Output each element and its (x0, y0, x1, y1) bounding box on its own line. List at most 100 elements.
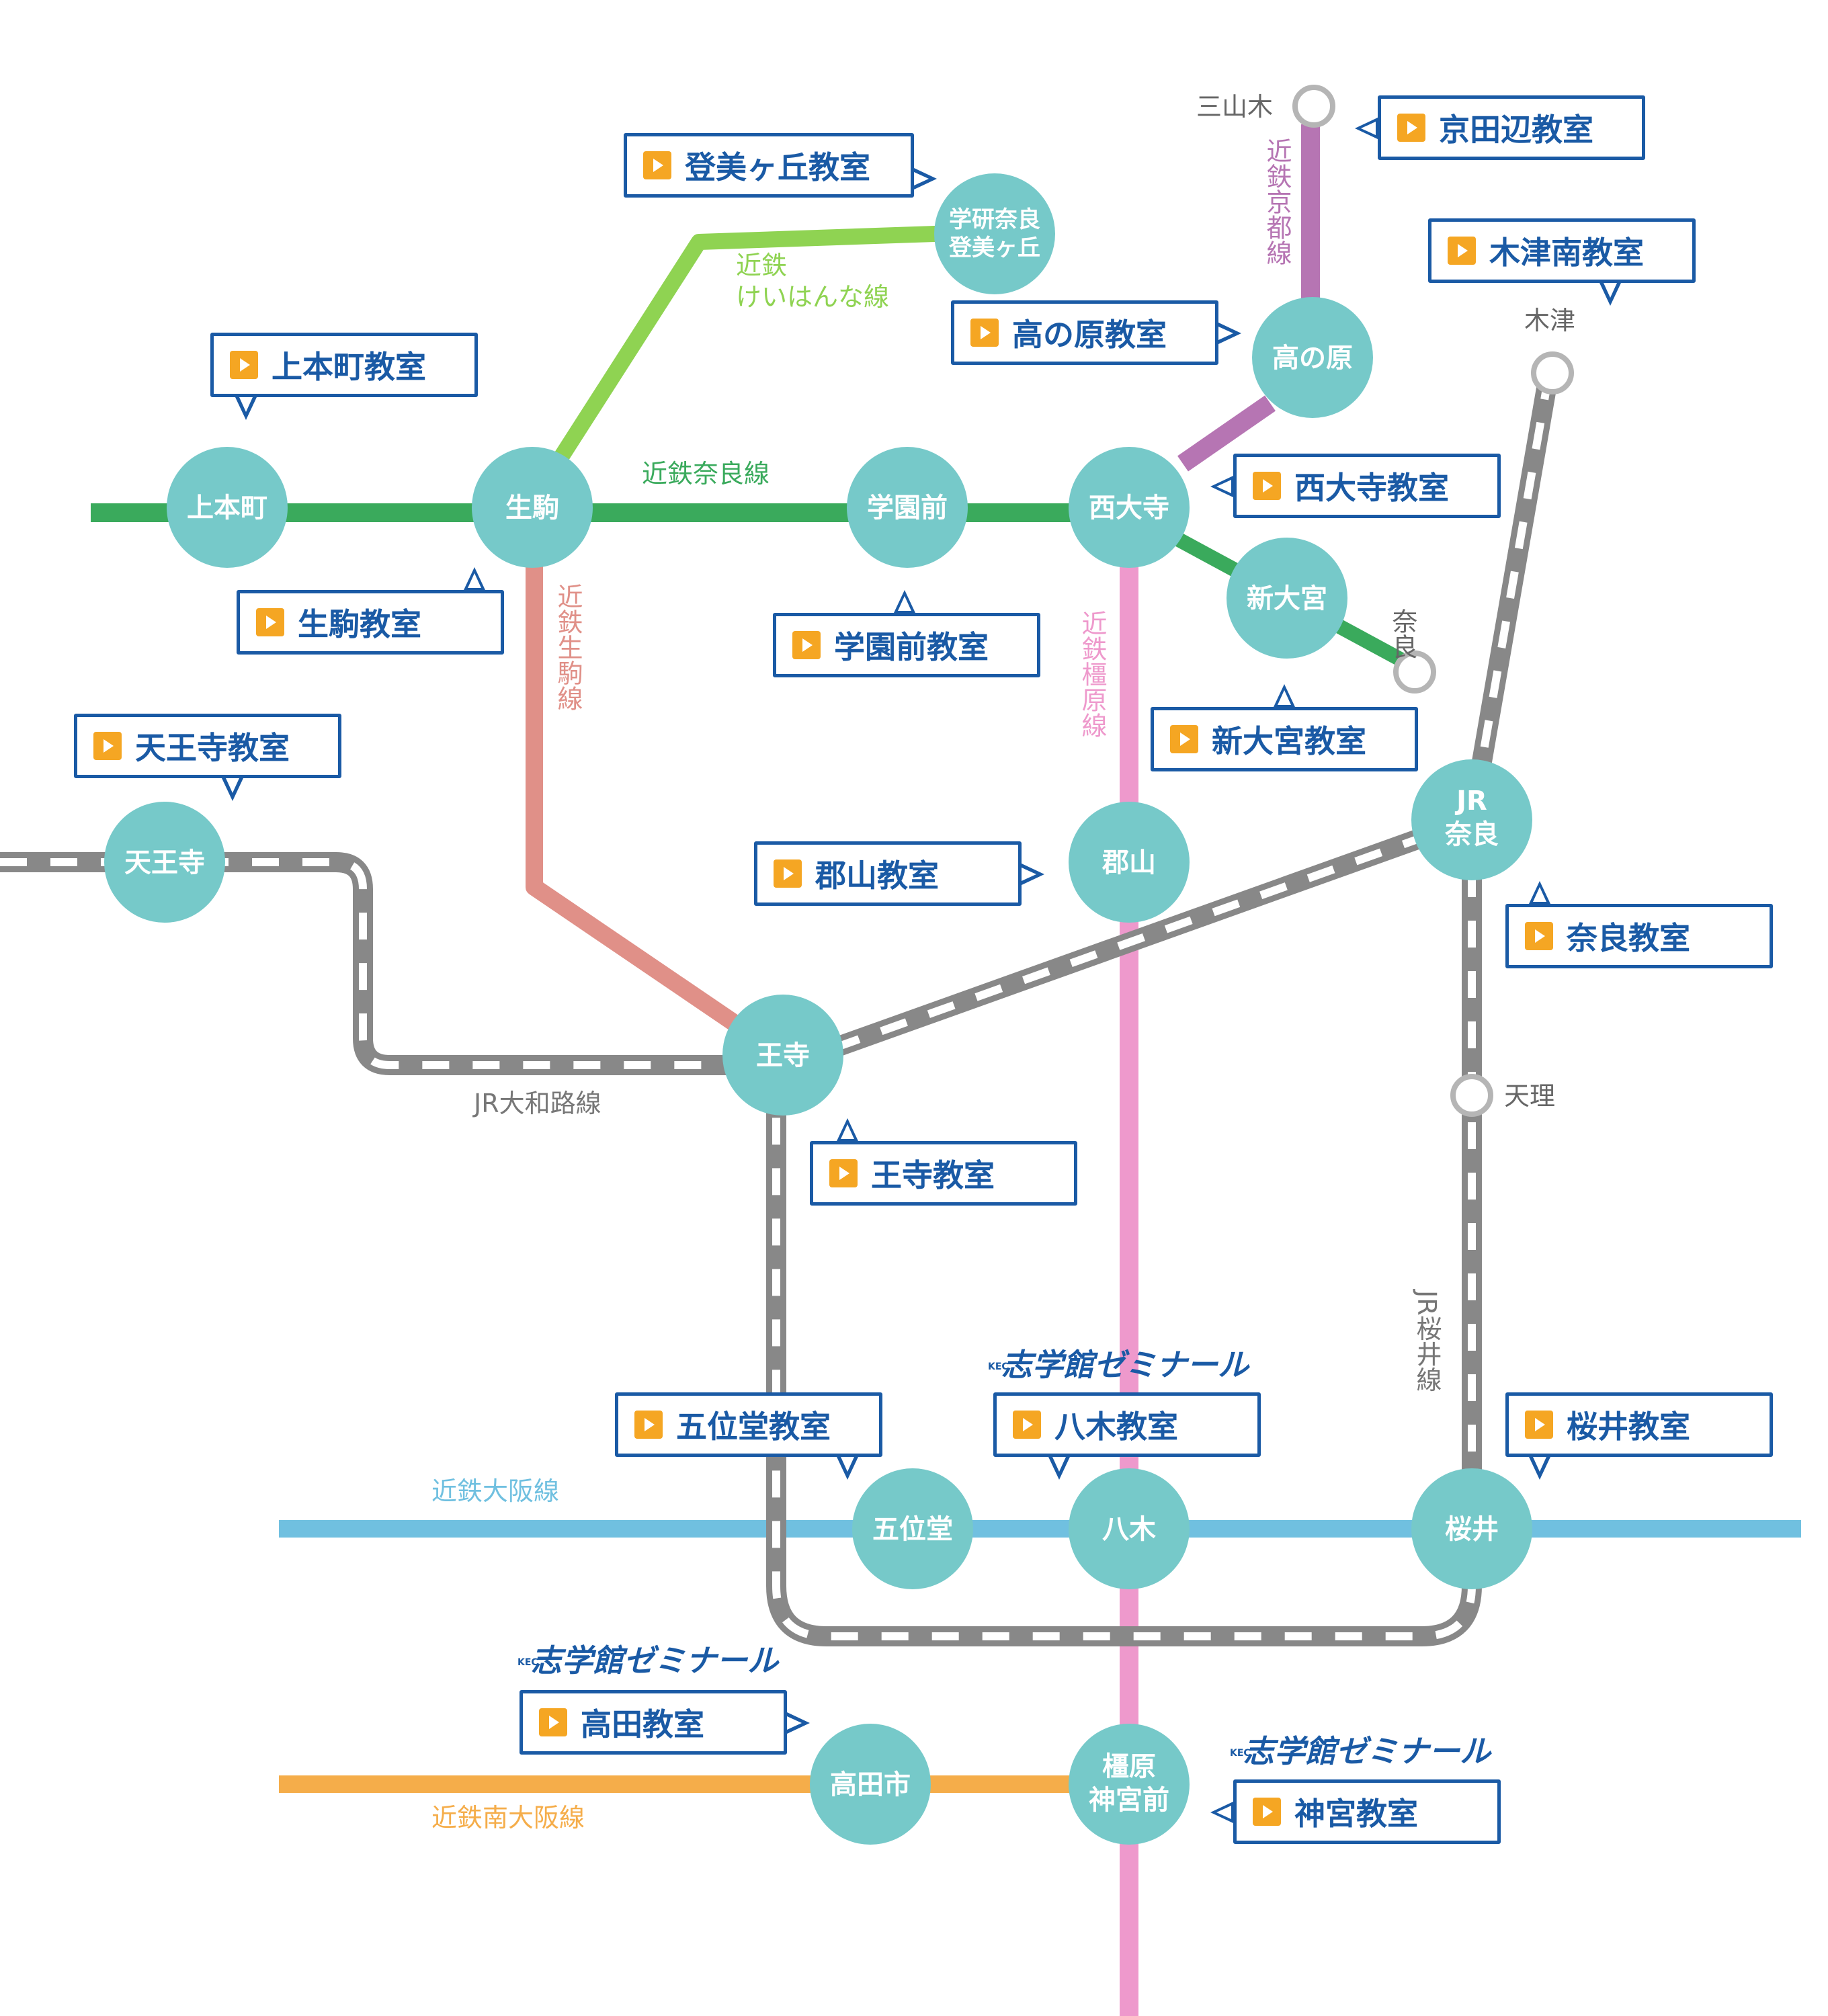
classroom-ikoma[interactable]: 生駒教室 (237, 590, 504, 655)
classroom-goido[interactable]: 五位堂教室 (615, 1392, 882, 1457)
classroom-oji[interactable]: 王寺教室 (810, 1141, 1077, 1206)
classroom-tomigaoka[interactable]: 登美ヶ丘教室 (624, 133, 914, 198)
station-ikoma[interactable]: 生駒 (472, 447, 593, 568)
classroom-sakurai[interactable]: 桜井教室 (1505, 1392, 1773, 1457)
station-tennoji[interactable]: 天王寺 (104, 802, 225, 923)
callout-pointer (1274, 684, 1295, 707)
svg-text:三山木: 三山木 (1196, 92, 1273, 122)
keihanna-line (554, 224, 995, 462)
station-takadashi[interactable]: 高田市 (810, 1724, 931, 1845)
callout-pointer (894, 590, 915, 613)
play-icon (829, 1159, 858, 1187)
svg-text:木津: 木津 (1524, 306, 1575, 335)
jr-lines (0, 371, 1559, 1646)
minor-station-kizu[interactable]: 木津 (1524, 306, 1575, 394)
callout-pointer (1529, 881, 1550, 904)
classroom-kizuminami[interactable]: 木津南教室 (1428, 218, 1696, 283)
station-koriyama[interactable]: 郡山 (1069, 802, 1190, 923)
station-uehonmachi[interactable]: 上本町 (167, 447, 288, 568)
line-label-minami-osaka: 近鉄南大阪線 (431, 1803, 585, 1833)
line-label-kyoto: 近鉄京都線 (1262, 138, 1292, 265)
station-goido[interactable]: 五位堂 (852, 1468, 973, 1589)
svg-text:五位堂: 五位堂 (872, 1514, 953, 1545)
play-icon (970, 319, 999, 347)
station-kashihara-jingumae[interactable]: 橿原 神宮前 (1069, 1724, 1190, 1845)
station-gakken-nara-tomigaoka[interactable]: 学研奈良 登美ヶ丘 (934, 173, 1055, 294)
classroom-nara[interactable]: 奈良教室 (1505, 904, 1773, 968)
station-oji[interactable]: 王寺 (722, 995, 843, 1116)
play-icon (1253, 472, 1281, 500)
classroom-tennoji[interactable]: 天王寺教室 (74, 714, 341, 778)
callout-pointer (1600, 283, 1621, 306)
play-icon (634, 1411, 663, 1439)
svg-text:上本町: 上本町 (187, 493, 267, 523)
callout-pointer (1529, 1457, 1550, 1480)
station-yagi[interactable]: 八木 (1069, 1468, 1190, 1589)
classroom-saidaiji[interactable]: 西大寺教室 (1233, 454, 1501, 518)
classroom-gakuenmae[interactable]: 学園前教室 (773, 613, 1040, 677)
station-shinomiya[interactable]: 新大宮 (1227, 538, 1347, 659)
play-icon (539, 1708, 567, 1736)
brand-logo-takada: KEC志学館ゼミナール (517, 1642, 778, 1679)
minor-station-tenri[interactable]: 天理 (1450, 1074, 1555, 1117)
callout-pointer (787, 1712, 810, 1734)
svg-text:学研奈良: 学研奈良 (949, 206, 1040, 233)
play-icon (1397, 114, 1425, 142)
callout-pointer (464, 567, 485, 590)
callout-pointer (1210, 1802, 1233, 1823)
classroom-jingu[interactable]: 神宮教室 (1233, 1779, 1501, 1844)
classroom-koriyama[interactable]: 郡山教室 (754, 841, 1022, 906)
svg-text:高の原: 高の原 (1272, 343, 1353, 374)
callout-pointer (837, 1118, 858, 1141)
svg-text:JR: JR (1454, 786, 1487, 816)
station-gakuenmae[interactable]: 学園前 (847, 447, 968, 568)
line-label-kintetsu-nara: 近鉄奈良線 (642, 459, 770, 489)
station-saidaiji[interactable]: 西大寺 (1069, 447, 1190, 568)
minor-station-miyamaki[interactable]: 三山木 (1196, 85, 1335, 128)
station-jr-nara[interactable]: JR 奈良 (1411, 759, 1532, 880)
line-label-ikoma: 近鉄生駒線 (553, 583, 583, 711)
classroom-uehonmachi[interactable]: 上本町教室 (210, 333, 478, 397)
play-icon (1253, 1798, 1281, 1826)
classroom-takanohara[interactable]: 高の原教室 (951, 300, 1218, 365)
play-icon (256, 608, 284, 636)
play-icon (93, 732, 122, 760)
callout-pointer (1210, 476, 1233, 497)
brand-logo-yagi: KEC志学館ゼミナール (988, 1347, 1249, 1383)
svg-text:神宮前: 神宮前 (1089, 1785, 1169, 1816)
svg-text:奈良: 奈良 (1388, 608, 1417, 659)
station-takanohara[interactable]: 高の原 (1252, 297, 1373, 418)
kintetsu-ikoma-line (526, 517, 792, 1066)
svg-text:西大寺: 西大寺 (1089, 493, 1169, 523)
play-icon (1448, 237, 1476, 265)
minor-station-nara[interactable]: 奈良 (1388, 608, 1436, 694)
classroom-kyotanabe[interactable]: 京田辺教室 (1378, 95, 1645, 160)
svg-text:郡山: 郡山 (1102, 847, 1156, 878)
callout-pointer (1355, 118, 1378, 139)
kintetsu-kyoto-line (1177, 124, 1320, 472)
station-sakurai[interactable]: 桜井 (1411, 1468, 1532, 1589)
svg-text:新大宮: 新大宮 (1247, 583, 1327, 614)
svg-text:天王寺: 天王寺 (124, 847, 205, 878)
callout-pointer (914, 168, 937, 190)
svg-text:天理: 天理 (1504, 1081, 1555, 1111)
line-label-jr-yamatoji: JR大和路線 (472, 1089, 601, 1118)
svg-text:高田市: 高田市 (830, 1769, 911, 1800)
line-label-jr-sakurai: JR桜井線 (1412, 1289, 1442, 1392)
callout-pointer (1218, 323, 1241, 344)
svg-text:生駒: 生駒 (505, 493, 559, 523)
play-icon (1525, 1411, 1553, 1439)
svg-text:学園前: 学園前 (867, 493, 948, 523)
play-icon (230, 351, 258, 379)
svg-text:橿原: 橿原 (1102, 1751, 1156, 1782)
classroom-yagi[interactable]: 八木教室 (993, 1392, 1261, 1457)
callout-pointer (837, 1457, 858, 1480)
play-icon (1013, 1411, 1041, 1439)
line-label-kashihara: 近鉄橿原線 (1077, 610, 1107, 738)
classroom-shinomiya[interactable]: 新大宮教室 (1151, 707, 1418, 771)
classroom-takada[interactable]: 高田教室 (520, 1690, 787, 1755)
play-icon (1170, 725, 1198, 753)
svg-text:八木: 八木 (1102, 1514, 1156, 1545)
line-label-keihanna-2: けいはんな線 (736, 282, 889, 312)
